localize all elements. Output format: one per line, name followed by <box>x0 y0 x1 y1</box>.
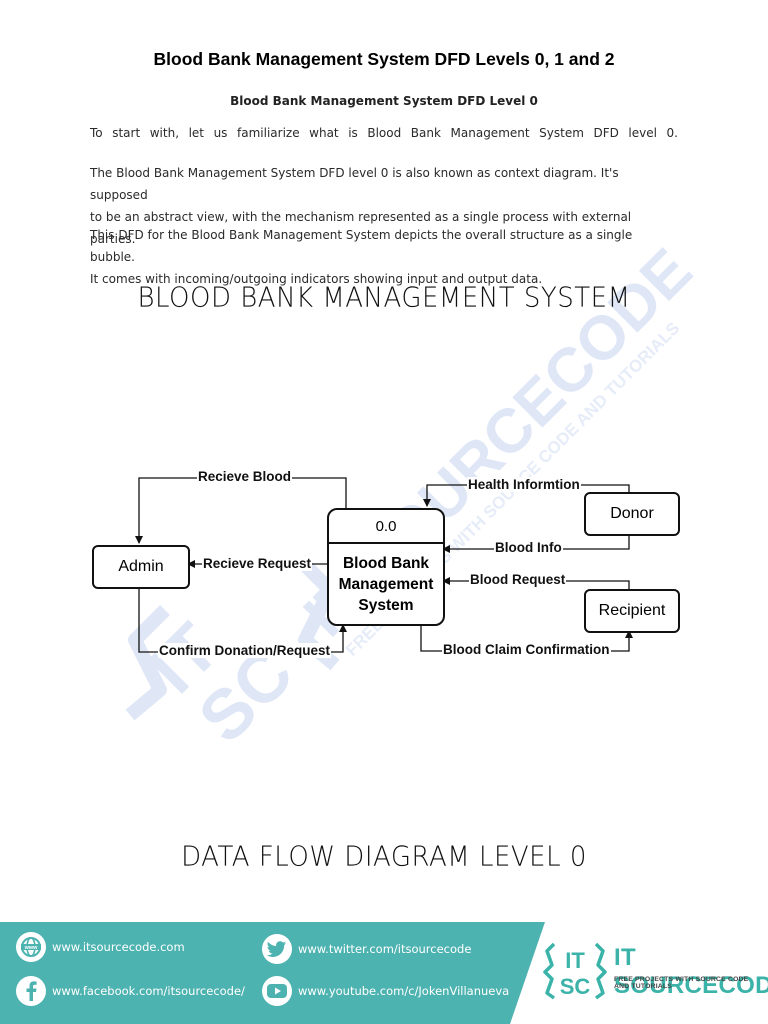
flow-label-blood-request: Blood Request <box>469 572 567 587</box>
process-bubble: 0.0 Blood Bank Management System <box>327 508 445 626</box>
flow-label-health-information: Health Informtion <box>467 477 581 492</box>
flow-label-blood-claim: Blood Claim Confirmation <box>442 642 611 657</box>
paragraph-3-line-1: This DFD for the Blood Bank Management S… <box>90 228 633 264</box>
footer-facebook-text[interactable]: www.facebook.com/itsourcecode/ <box>52 984 245 998</box>
brand-logo-text-1: IT <box>565 948 585 973</box>
twitter-icon <box>262 934 292 964</box>
footer: www www.itsourcecode.com www.facebook.co… <box>0 922 768 1024</box>
footer-website-text[interactable]: www.itsourcecode.com <box>52 940 185 954</box>
footer-band <box>0 922 545 1024</box>
brand-tagline: FREE PROJECTS WITH SOURCE CODE AND TUTOR… <box>614 976 749 990</box>
footer-twitter[interactable]: www.twitter.com/itsourcecode <box>262 934 471 964</box>
flow-label-recieve-blood: Recieve Blood <box>197 469 293 484</box>
paragraph-1-line-1: To start with, let us familiarize what i… <box>90 126 678 140</box>
paragraph-3: This DFD for the Blood Bank Management S… <box>90 224 678 290</box>
paragraph-3-line-2: It comes with incoming/outgoing indicato… <box>90 272 543 286</box>
process-id: 0.0 <box>329 510 443 544</box>
process-name: Blood Bank Management System <box>338 555 434 614</box>
dfd-level-0-diagram: Admin Donor Recipient 0.0 Blood Bank Man… <box>0 350 768 830</box>
flow-label-confirm-donation: Confirm Donation/Request <box>158 643 331 658</box>
footer-youtube[interactable]: www.youtube.com/c/JokenVillanueva <box>262 976 509 1006</box>
flow-label-recieve-request: Recieve Request <box>202 556 313 571</box>
entity-admin: Admin <box>92 545 190 589</box>
diagram-caption: DATA FLOW DIAGRAM LEVEL 0 <box>181 841 587 873</box>
paragraph-1: To start with, let us familiarize what i… <box>90 122 678 144</box>
paragraph-2-line-2: to be an abstract view, with the mechani… <box>90 210 632 246</box>
entity-recipient: Recipient <box>584 589 680 633</box>
svg-text:www: www <box>24 945 39 951</box>
brand-name: IT SOURCECODE <box>614 944 768 999</box>
paragraph-2-line-1: The Blood Bank Management System DFD lev… <box>90 166 619 202</box>
footer-youtube-text[interactable]: www.youtube.com/c/JokenVillanueva <box>298 984 510 998</box>
youtube-icon <box>262 976 292 1006</box>
section-title: Blood Bank Management System DFD Level 0 <box>230 94 538 108</box>
brand-logo-text-2: SC <box>560 974 591 999</box>
footer-facebook[interactable]: www.facebook.com/itsourcecode/ <box>16 976 245 1006</box>
brand-logo-icon: IT SC <box>543 942 607 1000</box>
globe-icon: www <box>16 932 46 962</box>
flow-recieve-blood-line <box>135 477 347 544</box>
flow-label-blood-info: Blood Info <box>494 540 563 555</box>
document-title: Blood Bank Management System DFD Levels … <box>153 49 615 69</box>
brand-logo[interactable]: IT SC IT SOURCECODE FREE PROJECTS WITH S… <box>542 938 768 1002</box>
footer-website[interactable]: www www.itsourcecode.com <box>16 932 185 962</box>
paragraph-2: The Blood Bank Management System DFD lev… <box>90 162 678 250</box>
diagram-heading: BLOOD BANK MANAGEMENT SYSTEM <box>137 282 631 314</box>
footer-twitter-text[interactable]: www.twitter.com/itsourcecode <box>298 942 472 956</box>
facebook-icon <box>16 976 46 1006</box>
entity-donor: Donor <box>584 492 680 536</box>
